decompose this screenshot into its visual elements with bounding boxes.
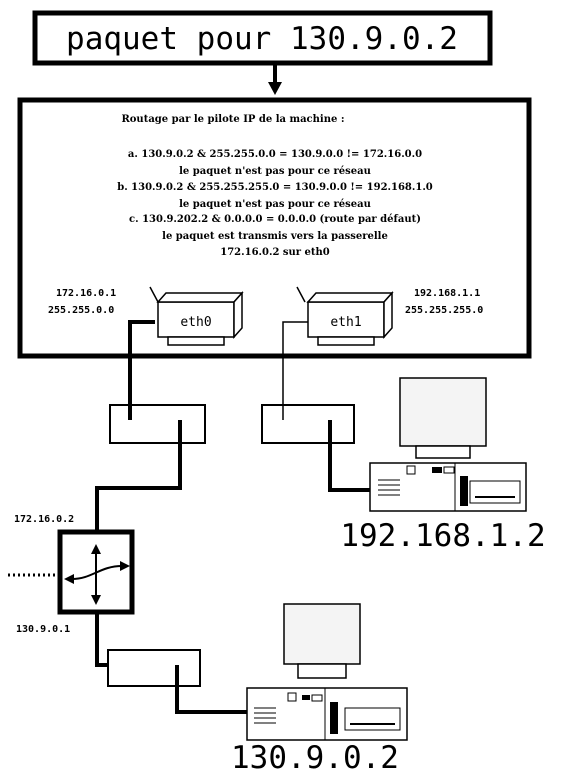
- routing-line-b-result: le paquet n'est pas pour ce réseau: [179, 199, 371, 210]
- routing-line-c: c. 130.9.202.2 & 0.0.0.0 = 0.0.0.0 (rout…: [129, 214, 421, 225]
- host1-computer-icon: [370, 378, 526, 511]
- packet-arrow-head: [268, 82, 282, 95]
- host1-ip-label: 192.168.1.2: [340, 518, 545, 554]
- eth0-ip: 172.16.0.1: [56, 288, 116, 299]
- routing-line-a: a. 130.9.0.2 & 255.255.0.0 = 130.9.0.0 !…: [128, 149, 422, 160]
- machine-box: [20, 100, 529, 356]
- router-ip-bottom: 130.9.0.1: [16, 624, 70, 635]
- hub-bottom: [108, 650, 200, 686]
- eth0-card-icon: eth0: [150, 287, 242, 345]
- host2-ip-label: 130.9.0.2: [231, 740, 399, 773]
- hub-right: [262, 405, 354, 443]
- routing-line-c-result: le paquet est transmis vers la passerell…: [162, 231, 388, 242]
- packet-label: paquet pour 130.9.0.2: [66, 21, 458, 57]
- eth1-ip: 192.168.1.1: [414, 288, 480, 299]
- routing-line-b: b. 130.9.0.2 & 255.255.255.0 = 130.9.0.0…: [117, 182, 433, 193]
- host2-computer-icon: [247, 604, 407, 740]
- eth1-label: eth1: [330, 315, 361, 330]
- router-ip-top: 172.16.0.2: [14, 514, 74, 525]
- hub-left: [110, 405, 205, 443]
- routing-line-c-gateway: 172.16.0.2 sur eth0: [220, 247, 330, 258]
- eth1-mask: 255.255.255.0: [405, 305, 483, 316]
- eth0-mask: 255.255.0.0: [48, 305, 114, 316]
- routing-line-a-result: le paquet n'est pas pour ce réseau: [179, 166, 371, 177]
- routing-title: Routage par le pilote IP de la machine :: [121, 114, 344, 125]
- eth0-label: eth0: [180, 315, 211, 330]
